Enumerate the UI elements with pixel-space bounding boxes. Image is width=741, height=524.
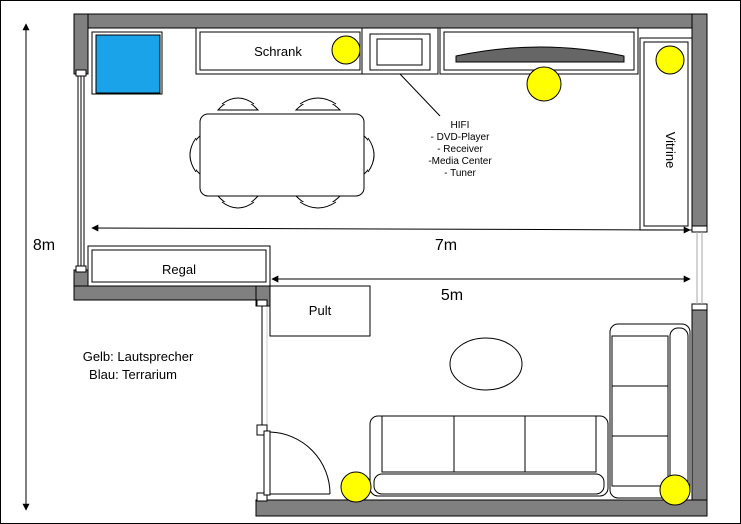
terrarium <box>91 31 163 95</box>
schrank-label: Schrank <box>254 44 302 59</box>
dimension-7m-arrow <box>91 224 691 234</box>
window-right <box>691 225 708 311</box>
pult-label: Pult <box>309 303 332 318</box>
legend: Gelb: Lautsprecher Blau: Terrarium <box>83 349 194 382</box>
regal-label: Regal <box>162 262 196 277</box>
speaker <box>655 45 685 75</box>
wall-top <box>73 13 708 29</box>
hifi-item: - DVD-Player <box>431 132 491 143</box>
wall-bottom <box>255 499 708 517</box>
hifi-item: -Media Center <box>428 156 492 167</box>
speakers <box>331 35 691 506</box>
wall-middle <box>73 285 271 301</box>
speaker <box>526 66 562 102</box>
dimension-lines <box>22 23 691 511</box>
hifi-cabinet <box>361 27 439 75</box>
wall-right-lower <box>691 309 708 517</box>
regal: Regal <box>87 245 271 287</box>
window-lower-left <box>256 299 268 502</box>
sofa-right <box>609 323 691 499</box>
speaker <box>340 471 372 503</box>
legend-terrarium: Blau: Terrarium <box>89 367 177 382</box>
wall-left-upper <box>73 13 89 75</box>
tv-cabinet <box>439 27 639 75</box>
pult: Pult <box>269 285 371 337</box>
window-left <box>75 69 87 273</box>
hifi-item: - Tuner <box>444 168 476 179</box>
sofa-bottom <box>369 415 609 497</box>
wall-right-upper <box>691 13 708 227</box>
hifi-pointer <box>399 73 441 117</box>
coffee-table <box>449 337 523 391</box>
dimension-8m-label: 8m <box>33 237 55 254</box>
dining-table <box>189 97 375 209</box>
hifi-note: HIFI - DVD-Player - Receiver -Media Cent… <box>428 120 492 179</box>
dimension-7m-label: 7m <box>435 237 457 254</box>
speaker <box>331 35 361 65</box>
dimension-5m-label: 5m <box>441 287 463 304</box>
vitrine-label: Vitrine <box>663 132 678 169</box>
hifi-item: - Receiver <box>437 144 483 155</box>
speaker <box>659 474 691 506</box>
hifi-title: HIFI <box>451 120 470 131</box>
legend-speakers: Gelb: Lautsprecher <box>83 349 194 364</box>
door <box>263 430 331 496</box>
